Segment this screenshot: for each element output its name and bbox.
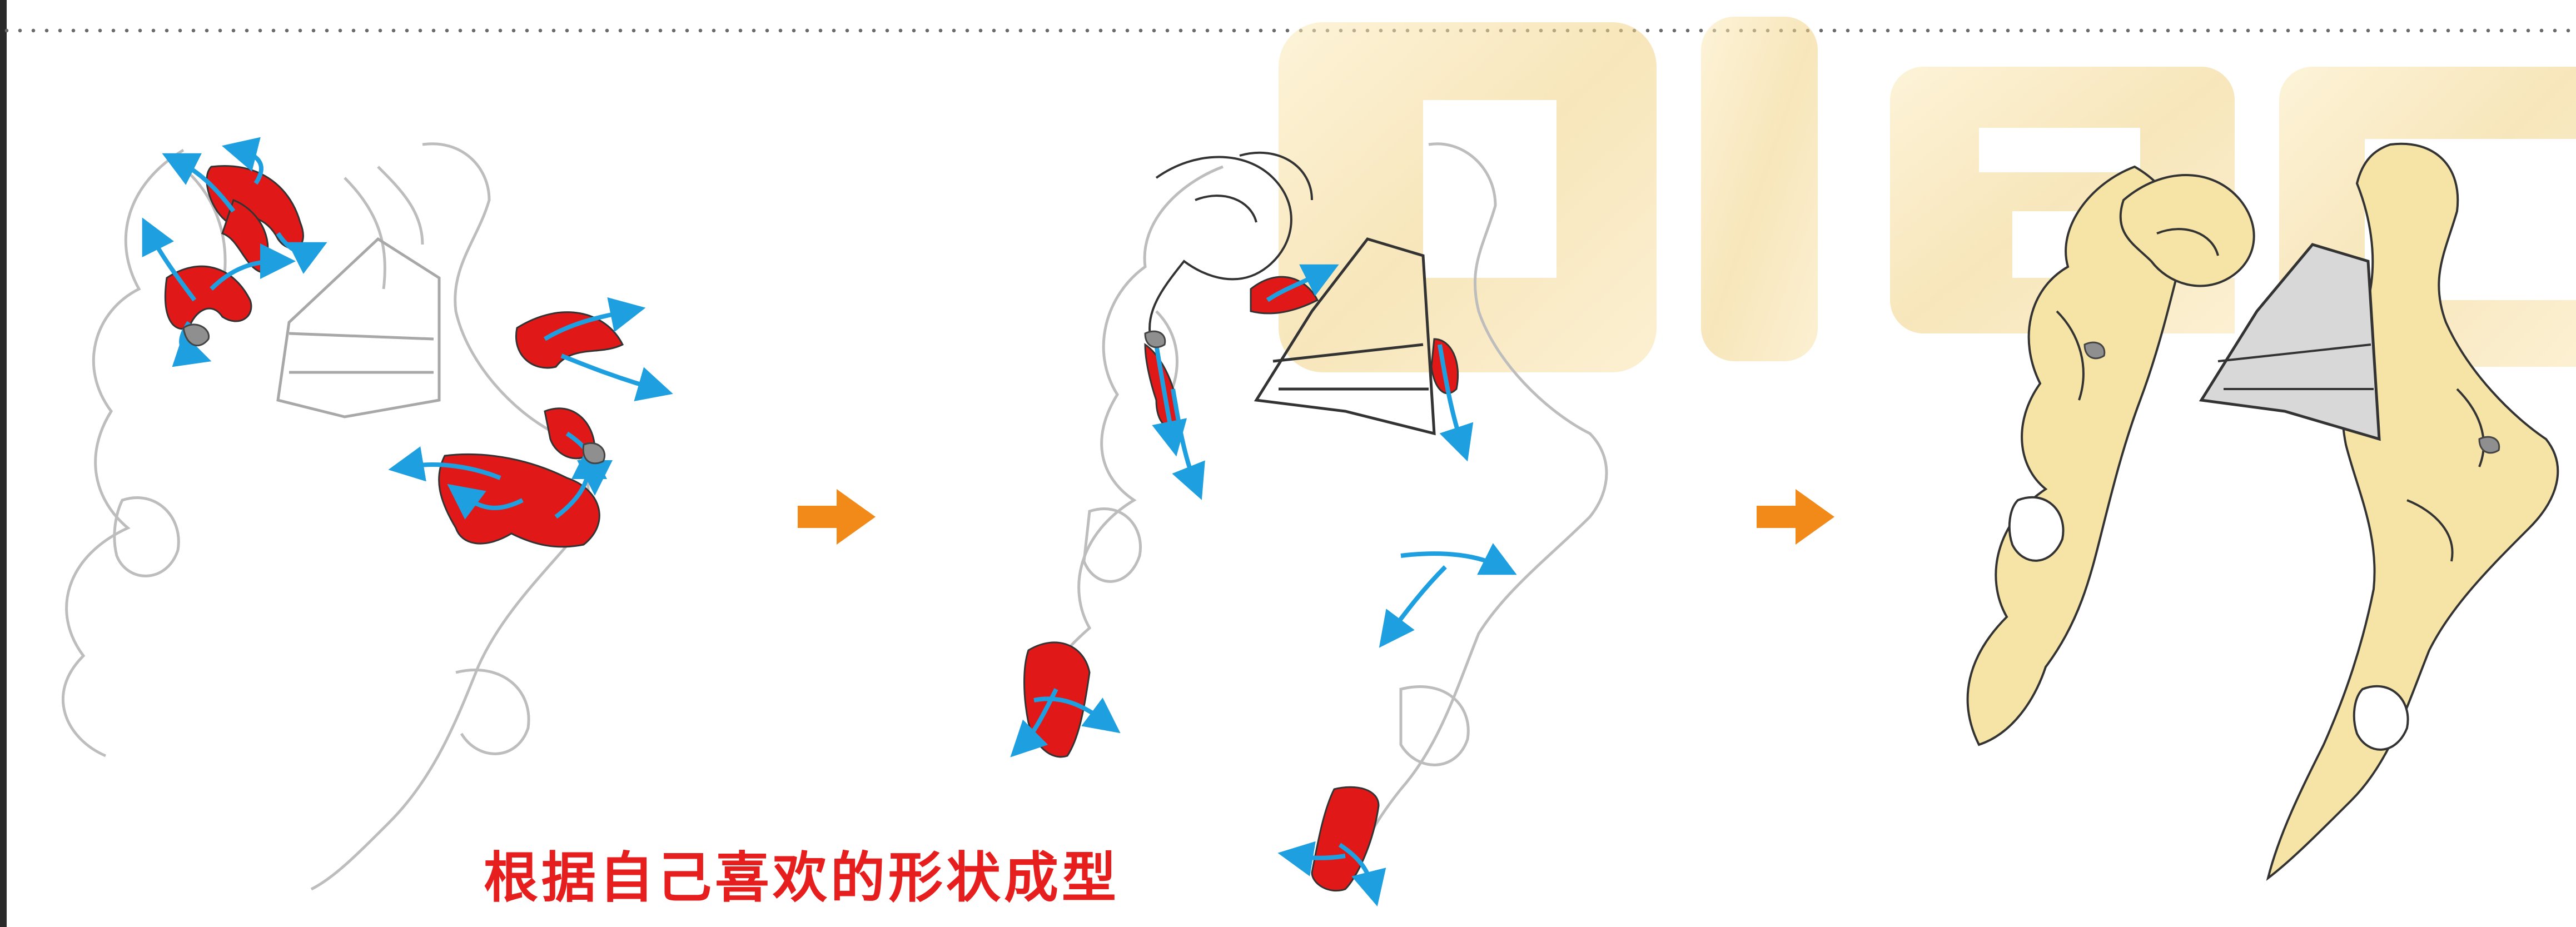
left-border [0, 0, 7, 927]
dotted-divider [0, 28, 2576, 33]
ornament-black-detail [1148, 151, 1313, 340]
gray-knot [182, 323, 605, 465]
gray-knot [1144, 330, 1166, 348]
ornament-black-detail [2056, 228, 2485, 562]
step-1-red-guides [61, 137, 673, 891]
step-2-partial [1010, 142, 1608, 907]
box-filled [2199, 243, 2381, 441]
box-outline [1254, 237, 1436, 436]
red-guide-cluster-top [164, 165, 304, 330]
step-arrow-2 [1757, 489, 1834, 545]
ornament-outline [1082, 507, 1470, 766]
watermark-logo [1279, 17, 2576, 372]
box-outline [276, 237, 441, 418]
gray-knot [2083, 341, 2500, 454]
blue-arrows [1010, 264, 1517, 907]
caption-text: 根据自己喜欢的形状成型 [484, 846, 1120, 910]
blue-arrows [142, 137, 673, 520]
cream-ornament-left [1966, 165, 2184, 746]
step-3-filled [1966, 142, 2559, 881]
ornament-outline [344, 166, 530, 755]
red-guide-cluster-bottom [438, 311, 624, 548]
step-arrow-1 [798, 489, 876, 545]
ornament-outline [61, 148, 227, 757]
ornament-outline [113, 496, 180, 577]
cream-ring [2008, 496, 2409, 751]
ornament-outline [1355, 142, 1608, 868]
